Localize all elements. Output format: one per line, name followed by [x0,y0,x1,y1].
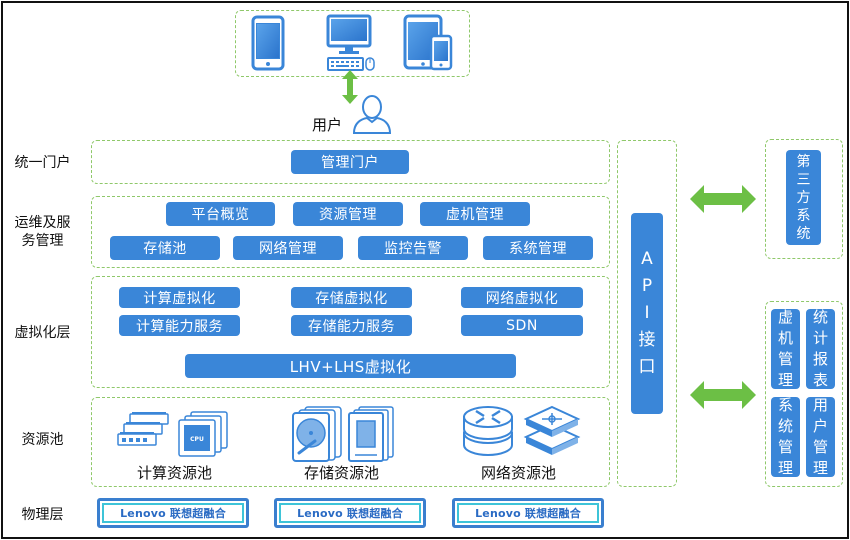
cpu-chip-icon: CPU [178,411,228,457]
ops-layer-group [91,196,610,268]
ssd-icon [348,406,394,462]
api-char-4: 口 [638,357,656,377]
sdn-button[interactable]: SDN [461,315,583,336]
ext-user-char-3: 理 [812,459,828,477]
lenovo-node-3: Lenovo 联想超融合 [452,498,604,528]
virtualization-layer-group [91,276,610,388]
ops-system-management-button[interactable]: 系统管理 [483,236,593,260]
ext-user-char-1: 户 [812,417,828,435]
third-party-char-0: 第 [796,153,811,170]
ext-vm-char-1: 机 [777,329,793,347]
lenovo-node-3-label: Lenovo 联想超融合 [457,503,599,523]
management-portal-button[interactable]: 管理门户 [291,150,409,174]
api-char-0: A [641,249,653,269]
ext-sys-char-1: 统 [777,417,793,435]
external-modules-arrow-icon [690,381,756,409]
ext-sys-char-2: 管 [777,438,793,456]
ext-system-management-button[interactable]: 系 统 管 理 [771,396,800,477]
ext-stats-char-2: 报 [812,350,828,368]
compute-service-button[interactable]: 计算能力服务 [119,315,240,336]
ext-stats-char-0: 统 [812,308,828,326]
api-char-1: P [641,276,653,296]
lenovo-node-1: Lenovo 联想超融合 [97,498,249,528]
third-party-system-button[interactable]: 第 三 方 系 统 [786,150,821,245]
layer-label-resource-pool: 资源池 [21,432,64,448]
ops-storage-pool-button[interactable]: 存储池 [110,236,220,260]
ext-vm-char-3: 理 [777,371,793,389]
ext-stats-char-3: 表 [812,371,828,389]
ops-vm-management-button[interactable]: 虚机管理 [420,202,530,226]
ext-sys-char-0: 系 [777,396,793,414]
switch-icon [523,405,581,455]
api-group [617,140,677,487]
ext-sys-char-3: 理 [777,459,793,477]
ext-vm-char-0: 虚 [777,308,793,326]
third-party-char-4: 统 [796,225,811,242]
compute-virtualization-button[interactable]: 计算虚拟化 [119,287,240,308]
memory-module-icon [117,412,169,446]
layer-label-ops-line1: 运维及服 [14,215,71,231]
router-icon [463,406,513,456]
layer-label-virtualization: 虚拟化层 [14,325,71,341]
ext-user-management-button[interactable]: 用 户 管 理 [806,396,835,477]
resource-pool-layer-group [91,397,610,487]
ext-stats-report-button[interactable]: 统 计 报 表 [806,308,835,389]
ext-stats-char-1: 计 [812,329,828,347]
phone-icon [251,15,285,71]
external-modules-group [765,301,843,487]
layer-label-ops-line2: 务管理 [21,233,64,249]
ext-vm-char-2: 管 [777,350,793,368]
storage-pool-label: 存储资源池 [303,464,379,482]
ext-user-char-2: 管 [812,438,828,456]
ext-vm-management-button[interactable]: 虚 机 管 理 [771,308,800,389]
third-party-group [765,139,843,259]
svg-text:CPU: CPU [190,436,204,443]
lhv-lhs-virtualization-button[interactable]: LHV+LHS虚拟化 [185,354,516,378]
storage-service-button[interactable]: 存储能力服务 [291,315,412,336]
desktop-computer-icon [326,14,375,71]
portal-layer-group [91,140,610,184]
api-char-3: 接 [638,330,656,350]
network-pool-label: 网络资源池 [480,464,556,482]
compute-pool-label: 计算资源池 [136,464,212,482]
layer-label-physical: 物理层 [21,507,64,523]
ops-platform-overview-button[interactable]: 平台概览 [166,202,275,226]
third-party-char-2: 方 [796,189,811,206]
user-icon [352,95,392,134]
lenovo-node-2-label: Lenovo 联想超融合 [279,503,421,523]
user-device-arrow-icon [342,70,358,104]
lenovo-node-2: Lenovo 联想超融合 [274,498,426,528]
ops-network-management-button[interactable]: 网络管理 [233,236,343,260]
third-party-char-3: 系 [796,207,811,224]
ops-resource-management-button[interactable]: 资源管理 [293,202,403,226]
layer-label-portal: 统一门户 [14,155,71,171]
third-party-arrow-icon [690,185,756,213]
tablet-and-phone-icon [403,14,453,71]
lenovo-node-1-label: Lenovo 联想超融合 [102,503,244,523]
layer-label-ops: 运维及服 务管理 [5,214,80,250]
user-label: 用户 [312,116,343,134]
api-interface-button[interactable]: A P I 接 口 [631,213,663,414]
ext-user-char-0: 用 [812,396,828,414]
third-party-char-1: 三 [796,171,811,188]
api-char-2: I [644,303,650,323]
hard-disk-icon [292,406,342,462]
ops-monitoring-alerts-button[interactable]: 监控告警 [358,236,468,260]
network-virtualization-button[interactable]: 网络虚拟化 [461,287,583,308]
storage-virtualization-button[interactable]: 存储虚拟化 [291,287,412,308]
